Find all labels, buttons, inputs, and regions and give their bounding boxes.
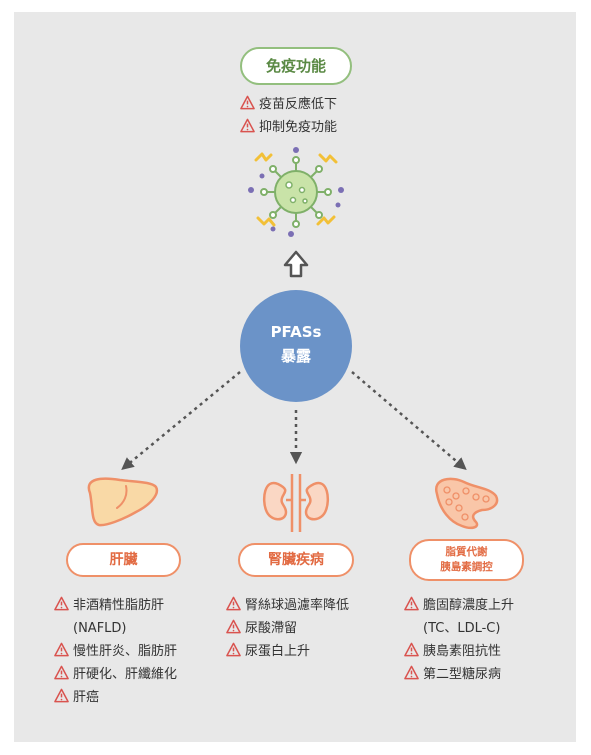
effect-item: 尿酸滯留 xyxy=(226,617,349,640)
kidney-disease-label: 腎臟疾病 xyxy=(238,543,354,577)
warning-icon xyxy=(226,619,241,634)
arrow-to-pancreas xyxy=(351,371,467,471)
liver-icon xyxy=(87,477,159,527)
effect-item: 第二型糖尿病 xyxy=(404,663,514,686)
up-arrow-icon xyxy=(283,250,309,278)
effect-text: (TC、LDL-C) xyxy=(423,621,501,636)
virus-icon xyxy=(248,147,344,237)
pancreas-title-line-1: 脂質代謝 xyxy=(445,546,488,558)
effect-item: 抑制免疫功能 xyxy=(240,116,337,139)
warning-icon xyxy=(240,118,255,133)
warning-icon xyxy=(54,688,69,703)
immune-function-label: 免疫功能 xyxy=(240,47,352,85)
arrow-to-liver xyxy=(121,371,241,470)
effect-text: 非酒精性脂肪肝 xyxy=(73,598,165,613)
effect-item: 疫苗反應低下 xyxy=(240,93,337,116)
warning-icon xyxy=(226,642,241,657)
immune-effects-list: 疫苗反應低下抑制免疫功能 xyxy=(240,93,337,139)
pancreas-title-line-2: 胰島素調控 xyxy=(440,561,493,573)
lipid-insulin-label: 脂質代謝 胰島素調控 xyxy=(409,539,524,581)
kidney-effects-list: 腎絲球過濾率降低尿酸滯留尿蛋白上升 xyxy=(226,594,349,663)
effect-text: 肝癌 xyxy=(73,690,100,705)
effect-text: 第二型糖尿病 xyxy=(423,667,502,682)
warning-icon xyxy=(54,596,69,611)
effect-continuation: (NAFLD) xyxy=(54,617,177,640)
effect-item: 肝癌 xyxy=(54,686,177,709)
center-line-2: 暴露 xyxy=(280,347,311,365)
effect-text: 尿蛋白上升 xyxy=(245,644,311,659)
pancreas-icon xyxy=(434,477,499,530)
warning-icon xyxy=(226,596,241,611)
pfas-exposure-node: PFASs 暴露 xyxy=(240,290,352,402)
liver-effects-list: 非酒精性脂肪肝 (NAFLD) 慢性肝炎、脂肪肝肝硬化、肝纖維化肝癌 xyxy=(54,594,177,709)
effect-text: 腎絲球過濾率降低 xyxy=(245,598,350,613)
effect-item: 慢性肝炎、脂肪肝 xyxy=(54,640,177,663)
effect-item: 膽固醇濃度上升 xyxy=(404,594,514,617)
warning-icon xyxy=(54,665,69,680)
effect-text: 抑制免疫功能 xyxy=(259,120,338,135)
effect-text: 慢性肝炎、脂肪肝 xyxy=(73,644,178,659)
effect-text: 尿酸滯留 xyxy=(245,621,298,636)
effect-text: (NAFLD) xyxy=(73,621,127,636)
effect-item: 肝硬化、肝纖維化 xyxy=(54,663,177,686)
effect-continuation: (TC、LDL-C) xyxy=(404,617,514,640)
warning-icon xyxy=(54,642,69,657)
effect-item: 胰島素阻抗性 xyxy=(404,640,514,663)
liver-label: 肝臟 xyxy=(66,543,181,577)
effect-item: 尿蛋白上升 xyxy=(226,640,349,663)
center-line-1: PFASs xyxy=(270,323,322,341)
pancreas-effects-list: 膽固醇濃度上升 (TC、LDL-C) 胰島素阻抗性第二型糖尿病 xyxy=(404,594,514,686)
warning-icon xyxy=(240,95,255,110)
effect-item: 腎絲球過濾率降低 xyxy=(226,594,349,617)
warning-icon xyxy=(404,642,419,657)
effect-text: 胰島素阻抗性 xyxy=(423,644,502,659)
kidney-icon xyxy=(262,474,330,532)
warning-icon xyxy=(404,665,419,680)
effect-text: 膽固醇濃度上升 xyxy=(423,598,515,613)
effect-item: 非酒精性脂肪肝 xyxy=(54,594,177,617)
warning-icon xyxy=(404,596,419,611)
effect-text: 肝硬化、肝纖維化 xyxy=(73,667,178,682)
effect-text: 疫苗反應低下 xyxy=(259,97,338,112)
